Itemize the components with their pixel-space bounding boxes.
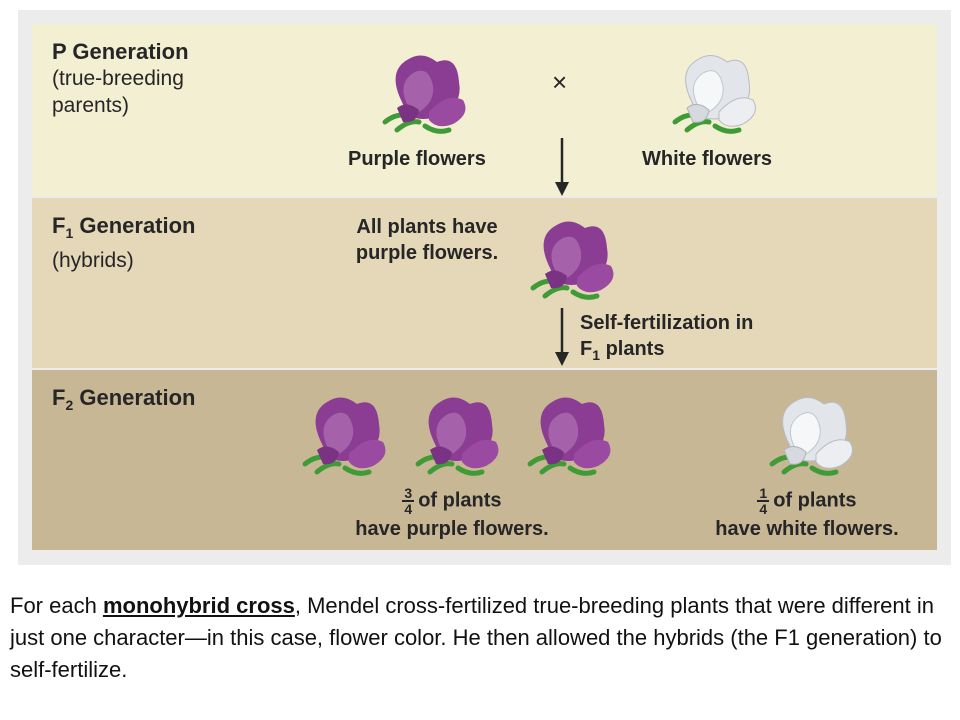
f2-generation-title: F2 Generation [52,385,196,413]
white-flower-icon [754,384,864,484]
purple-flower-icon [512,384,622,484]
p-generation-band: P Generation (true-breeding parents) × P… [32,24,937,196]
monohybrid-cross-term: monohybrid cross [102,593,295,618]
p-generation-subtitle: (true-breeding parents) [52,67,184,117]
down-arrow-icon [555,308,569,366]
f1-result-text: All plants have purple flowers. [355,216,499,264]
p-generation-title: P Generation (true-breeding parents) [52,38,242,119]
purple-flower-icon [400,384,510,484]
white-flowers-label: White flowers [642,148,773,170]
down-arrow-icon [555,138,569,196]
f1-generation-title: F1 Generation (hybrids) [52,213,196,272]
f1-generation-band: F1 Generation (hybrids) All plants have … [32,198,937,368]
mendel-cross-figure: P Generation (true-breeding parents) × P… [18,10,951,565]
f2-generation-band: F2 Generation 3 4 of plants have purple … [32,370,937,550]
self-fertilization-text: Self-fertilization in F1 plants [580,312,754,363]
fraction-three-quarters: 3 4 [402,485,415,517]
fraction-one-quarter: 1 4 [757,485,770,517]
cross-symbol: × [552,67,568,97]
purple-flowers-label: Purple flowers [348,148,486,170]
f1-generation-subtitle: (hybrids) [52,249,134,272]
purple-flower-icon [287,384,397,484]
purple-flower-icon [367,42,477,142]
figure-caption: For each monohybrid cross, Mendel cross-… [10,593,942,682]
f2-white-ratio-text: 1 4 of plants have white flowers. [715,485,899,540]
white-flower-icon [657,42,767,142]
purple-flower-icon [515,208,625,308]
f2-purple-ratio-text: 3 4 of plants have purple flowers. [355,485,549,540]
